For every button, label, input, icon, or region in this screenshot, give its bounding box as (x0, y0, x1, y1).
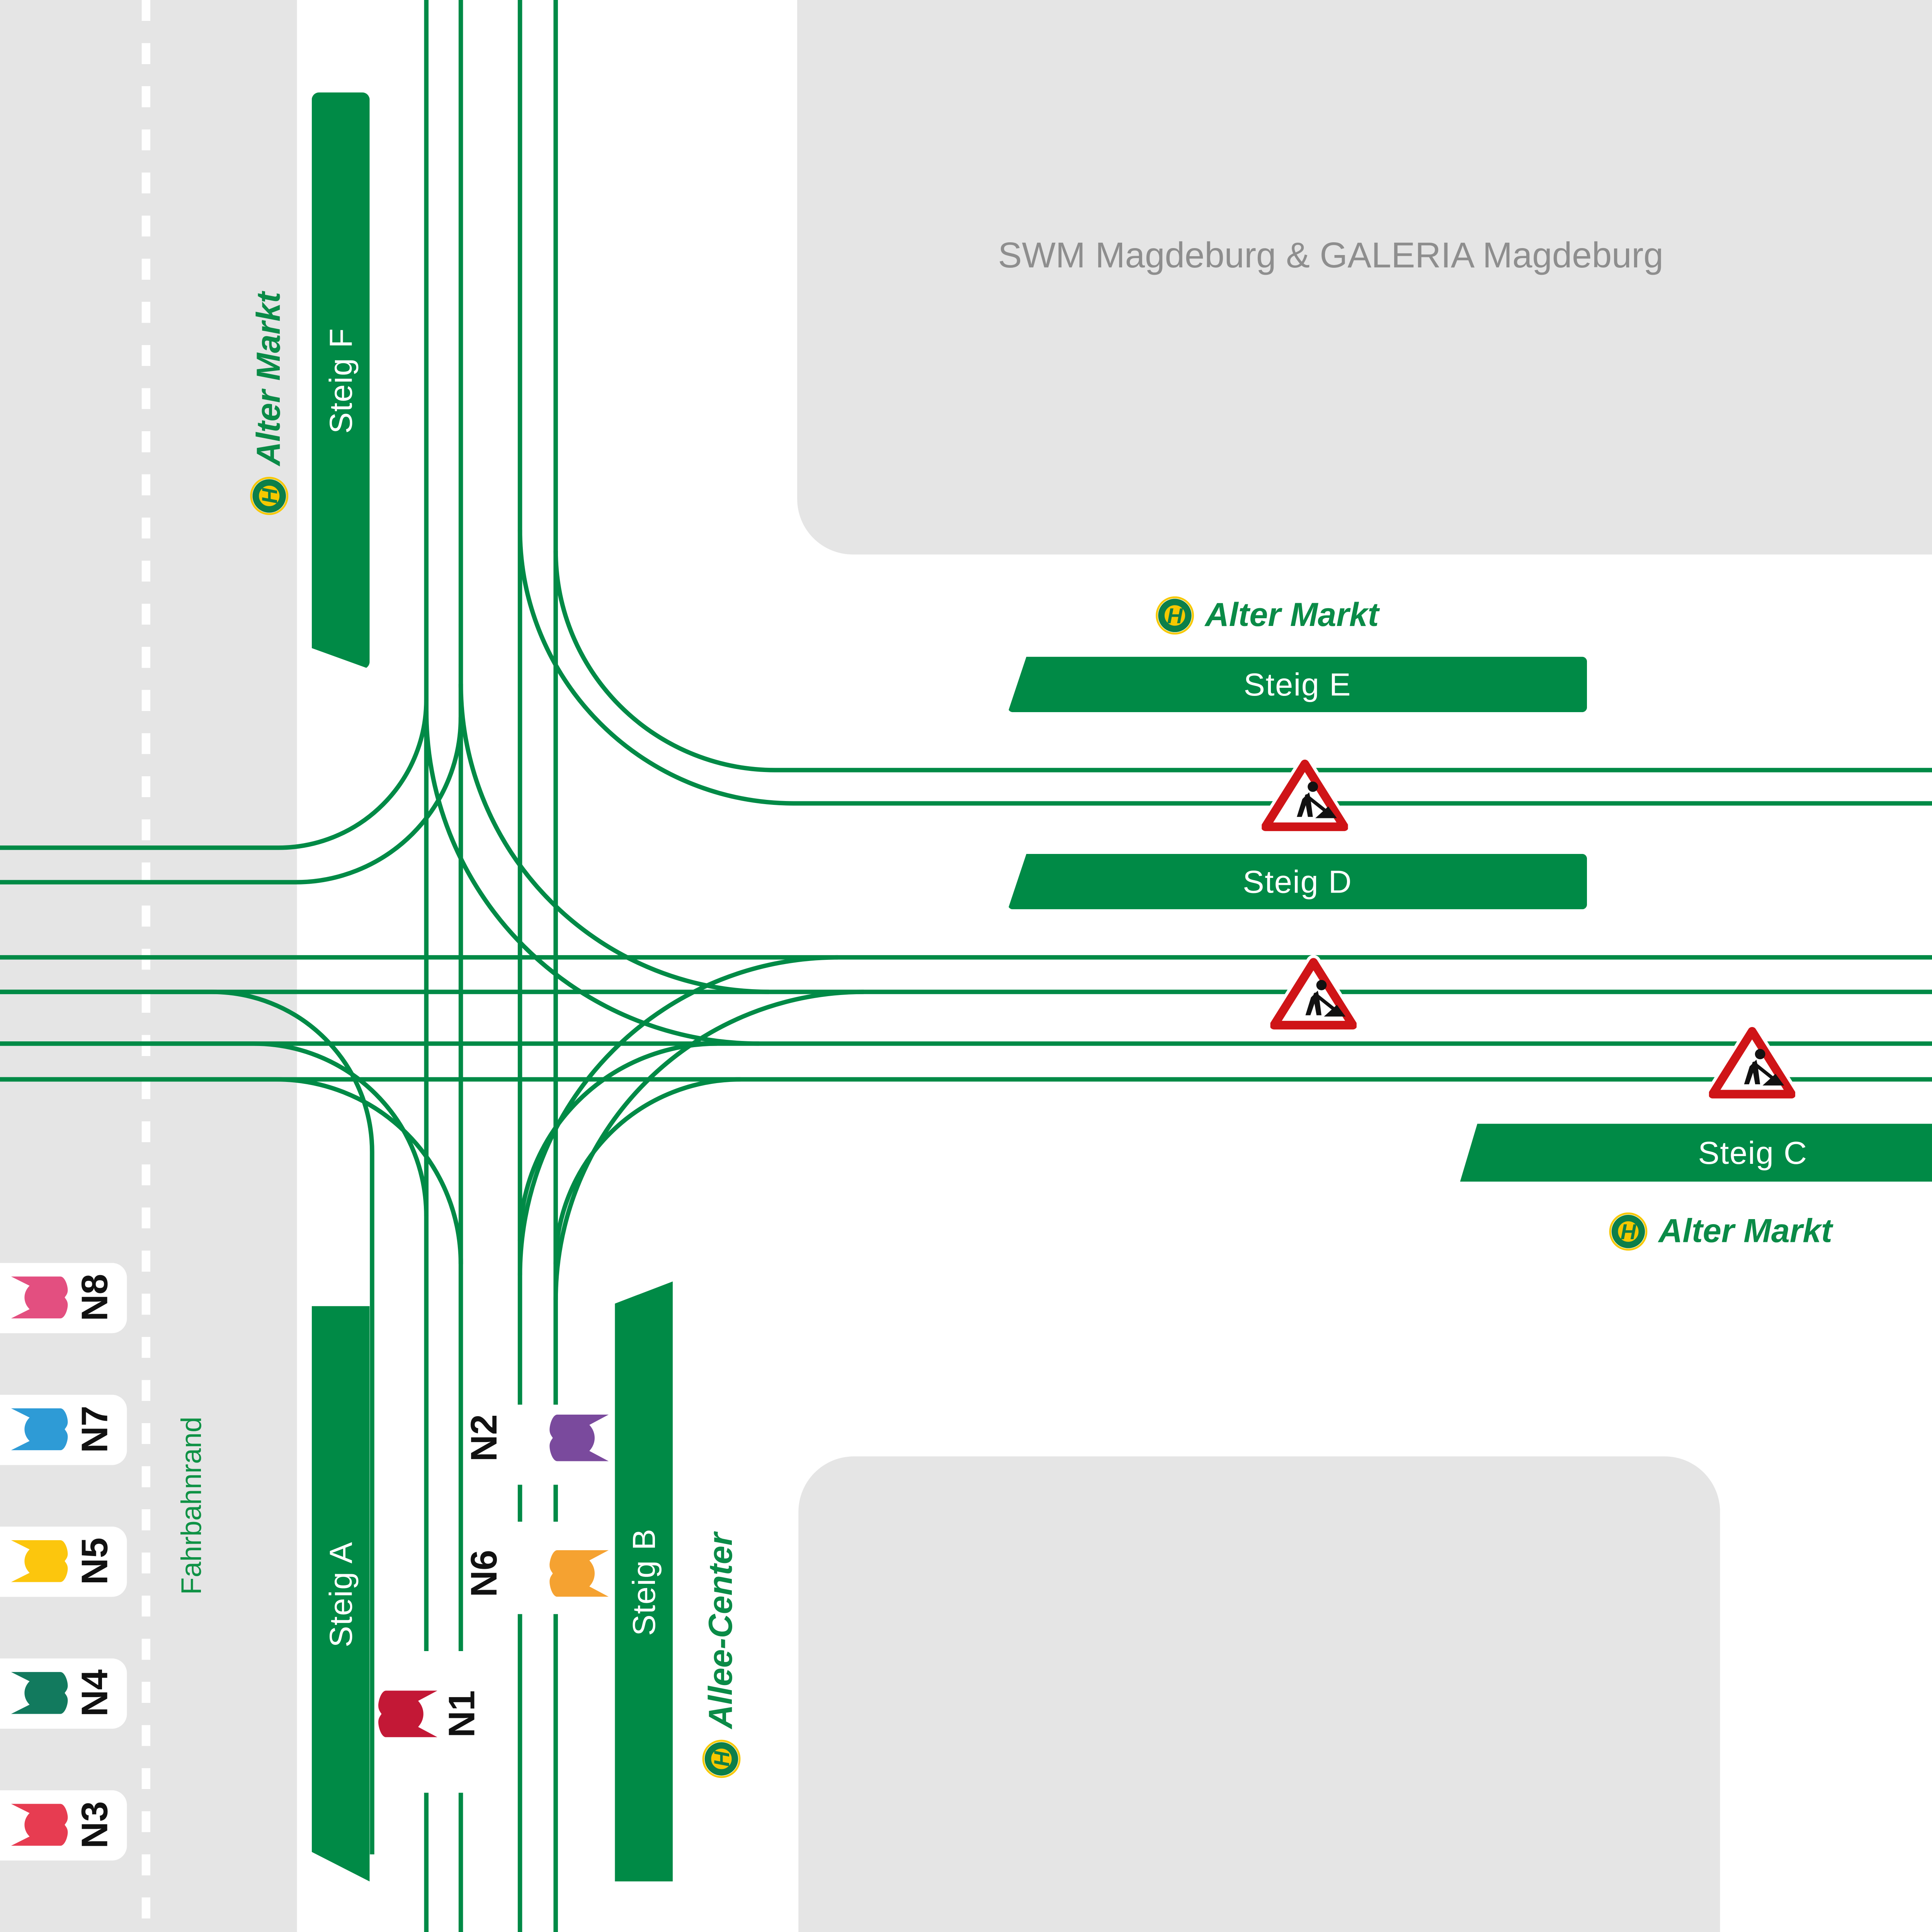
platform-label: Steig F (321, 328, 359, 434)
platform-steig-c: Steig C (1460, 1124, 1932, 1182)
stop-name: Alter Markt (1205, 595, 1379, 633)
night-line-flag-icon-n2 (549, 1415, 609, 1461)
night-line-label: N6 (464, 1549, 505, 1597)
svg-text:H: H (257, 488, 281, 504)
night-line-label: N3 (75, 1801, 116, 1849)
building-label: SWM Magdeburg & GALERIA Magdeburg (998, 236, 1663, 276)
bus-stop-h-icon: H (1156, 595, 1194, 634)
platform-label: Steig C (1698, 1133, 1808, 1171)
platform-label: Steig E (1243, 665, 1352, 702)
stop-label-allee-center: H Allee-Center (700, 1433, 742, 1778)
platform-label: Steig D (1243, 862, 1352, 900)
stop-name: Alter Markt (1658, 1212, 1832, 1249)
stop-label-alter-markt-north: H Alter Markt (1156, 594, 1379, 636)
construction-sign-icon (1709, 1024, 1796, 1100)
svg-text:H: H (1621, 1219, 1637, 1243)
svg-text:H: H (1167, 603, 1183, 627)
stop-label-alter-markt-east: H Alter Markt (1609, 1210, 1832, 1252)
platform-label: Steig B (624, 1527, 662, 1636)
bus-stop-h-icon: H (249, 477, 288, 515)
bus-stop-h-icon: H (1609, 1212, 1648, 1250)
platform-steig-e: Steig E (1008, 656, 1587, 713)
building-swm-galeria (797, 0, 1932, 554)
night-line-label: N5 (75, 1537, 116, 1585)
platform-label: Steig A (321, 1541, 359, 1647)
road-edge-label: Fahrbahnrand (175, 1417, 207, 1595)
bus-stop-h-icon: H (702, 1740, 740, 1778)
night-line-flag-icon (11, 1540, 68, 1582)
platform-steig-b: Steig B (615, 1281, 673, 1882)
road-edge-dashed-line (141, 0, 151, 1932)
night-line-label: N4 (75, 1669, 116, 1717)
building-allee-center (798, 1456, 1720, 1932)
platform-steig-a: Steig A (312, 1306, 370, 1881)
night-line-flag-icon (11, 1804, 68, 1846)
night-line-flag-icon-n1 (378, 1690, 437, 1737)
construction-sign-icon (1270, 955, 1357, 1032)
stop-name: Allee-Center (702, 1532, 739, 1729)
svg-text:H: H (709, 1750, 733, 1767)
stop-label-alter-markt-west: H Alter Markt (248, 207, 289, 515)
platform-steig-f: Steig F (312, 92, 370, 669)
night-line-flag-icon (11, 1408, 68, 1451)
night-line-label: N8 (75, 1274, 116, 1321)
night-line-label: N1 (442, 1690, 483, 1738)
night-line-flag-icon (11, 1276, 68, 1318)
platform-steig-d: Steig D (1008, 854, 1587, 910)
night-line-flag-icon-n6 (549, 1550, 609, 1597)
night-line-flag-icon (11, 1672, 68, 1714)
night-line-label: N7 (75, 1405, 116, 1453)
night-line-label: N2 (464, 1414, 505, 1462)
stop-name: Alter Markt (249, 292, 287, 466)
construction-sign-icon (1262, 756, 1348, 833)
